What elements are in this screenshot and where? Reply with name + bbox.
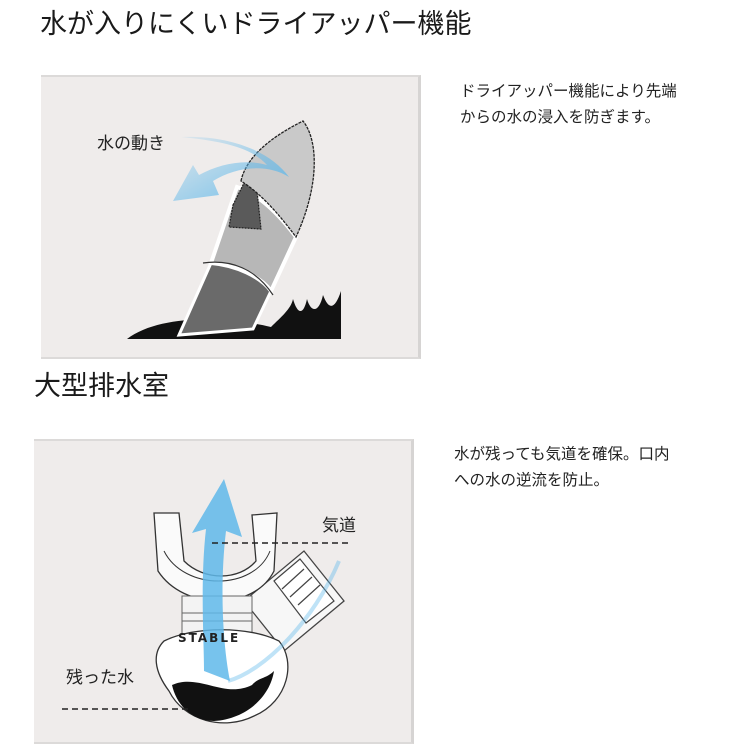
section-title-dry-upper: 水が入りにくいドライアッパー機能 [40, 9, 472, 40]
airway-label: 気道 [322, 516, 356, 536]
description-line: ドライアッパー機能により先端 [460, 82, 677, 100]
description-line: 水が残っても気道を確保。口内 [454, 445, 670, 463]
remaining-water-label: 残った水 [66, 668, 134, 688]
water-movement-label: 水の動き [97, 134, 165, 154]
dry-upper-illustration: 水の動き [41, 75, 421, 359]
section-title-drain-chamber: 大型排水室 [34, 371, 169, 402]
mouthpiece-icon [62, 479, 352, 724]
description-line: からの水の浸入を防ぎます。 [460, 108, 660, 126]
brand-label: STABLE [178, 631, 241, 645]
drain-chamber-illustration: 気道 残った水 STABLE [34, 439, 414, 744]
description-line: への水の逆流を防止。 [454, 471, 610, 489]
snorkel-top-icon [127, 120, 341, 339]
